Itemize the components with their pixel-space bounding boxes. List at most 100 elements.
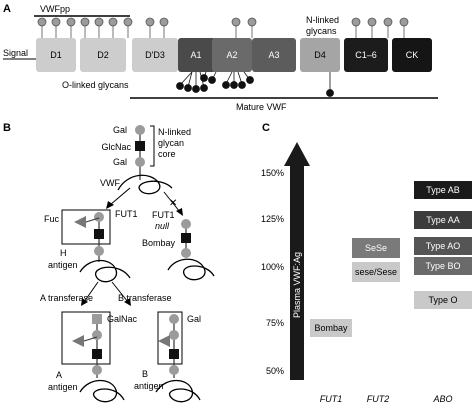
domain-a3 (252, 38, 296, 72)
bombay-gal-top (181, 219, 191, 229)
box-sese (352, 238, 400, 258)
y-ticks: 150% 125% 100% 75% 50% (261, 168, 284, 376)
box-sese-sese-label: sese/Sese (355, 267, 397, 277)
box-type-ao (414, 237, 472, 255)
domain-label-a1: A1 (190, 50, 201, 60)
fut1-null-label-2: null (155, 221, 170, 231)
panel-b-label: B (3, 122, 11, 134)
core-label-3: core (158, 149, 176, 159)
core-gal-mid (135, 157, 145, 167)
panel-b: B Gal GlcNac Gal N-linked glycan core VW… (3, 122, 215, 403)
box-sese-label: SeSe (365, 243, 387, 253)
signal-label: Signal (3, 48, 28, 58)
box-bombay (310, 319, 352, 337)
domain-label-d1: D1 (50, 50, 62, 60)
tick-125: 125% (261, 214, 284, 224)
box-type-o (414, 291, 472, 309)
arrow-to-h (109, 187, 131, 206)
b-antigen-label-2: antigen (134, 381, 164, 391)
a-protein-curve (79, 379, 125, 403)
arrow-a-transferase (83, 281, 99, 303)
box-type-aa-label: Type AA (426, 215, 460, 225)
bombay-gal-bottom (181, 248, 191, 258)
domain-d4 (300, 38, 340, 72)
box-type-ab-label: Type AB (426, 185, 460, 195)
bombay-protein-curve (167, 258, 215, 281)
box-type-ao-label: Type AO (426, 241, 461, 251)
b-gal (169, 330, 179, 340)
gal-b-label: Gal (187, 314, 201, 324)
arrow-b-transferase (111, 281, 129, 303)
domain-dd3 (132, 38, 178, 72)
box-type-o-label: Type O (428, 295, 457, 305)
panel-a-label: A (3, 3, 11, 15)
domain-label-dd3: D'D3 (145, 50, 165, 60)
fuc-label: Fuc (44, 214, 60, 224)
h-antigen-label-2: antigen (48, 260, 78, 270)
galnac-label: GalNac (107, 314, 138, 324)
y-axis-arrow-head (284, 142, 310, 166)
n-linked-label-2: glycans (306, 26, 337, 36)
h-gal-bottom (94, 246, 104, 256)
o-linked-label: O-linked glycans (62, 80, 129, 90)
bombay-label: Bombay (142, 238, 176, 248)
a-antigen-box (61, 311, 111, 365)
a-fuc-triangle (72, 335, 84, 347)
arrow-b-transferase-head (124, 298, 131, 306)
a-transferase-label: A transferase (40, 293, 93, 303)
core-label-1: N-linked (158, 127, 191, 137)
domain-label-a3: A3 (268, 50, 279, 60)
bombay-glcnac (181, 233, 191, 243)
arrow-to-h-head (106, 201, 114, 209)
h-antigen-box (61, 209, 111, 245)
h-gal-top (94, 212, 104, 222)
domain-label-a2: A2 (226, 50, 237, 60)
b-antigen-label-1: B (142, 369, 148, 379)
a-fuc-link (83, 336, 98, 342)
a-gal-bottom (92, 365, 102, 375)
a-antigen-label-2: antigen (48, 382, 78, 392)
domain-labels: D1 D2 D'D3 A1 A2 A3 D4 C1–6 CK (50, 50, 418, 60)
y-axis-arrow-shaft (290, 164, 304, 380)
domain-label-c1-6: C1–6 (355, 50, 377, 60)
arrow-to-bombay (163, 191, 181, 213)
a-galnac (92, 314, 102, 324)
b-gal-added (169, 314, 179, 324)
core-glcnac (135, 141, 145, 151)
core-gal-top-label: Gal (113, 125, 127, 135)
domain-a2 (212, 38, 252, 72)
b-fuc-triangle (158, 335, 170, 347)
h-fuc-link (85, 217, 100, 223)
vwfpp-label: VWFpp (40, 4, 70, 14)
n-linked-pins (37, 17, 409, 38)
fut1-label: FUT1 (115, 209, 138, 219)
core-glcnac-label: GlcNac (101, 142, 131, 152)
box-type-aa (414, 211, 472, 229)
domain-label-d4: D4 (314, 50, 326, 60)
y-axis-label: Plasma VWF:Ag (292, 252, 302, 318)
tick-100: 100% (261, 262, 284, 272)
domain-d2 (80, 38, 126, 72)
b-glcnac (169, 349, 179, 359)
arrow-a-transferase-head (81, 298, 88, 306)
core-label-2: glycan (158, 138, 184, 148)
a-glcnac (92, 349, 102, 359)
core-gal-mid-label: Gal (113, 157, 127, 167)
domain-a1 (178, 38, 216, 72)
vwf-protein-curve (117, 174, 173, 195)
arrow-to-bombay-head (176, 208, 183, 216)
x-group-abo: ABO (432, 394, 452, 404)
h-antigen-label-1: H (60, 248, 67, 258)
h-glcnac (94, 229, 104, 239)
x-group-fut2: FUT2 (367, 394, 390, 404)
domain-c1-6 (344, 38, 388, 72)
box-type-bo-label: Type BO (425, 261, 460, 271)
domain-d1 (36, 38, 76, 72)
core-gal-top (135, 125, 145, 135)
a-antigen-label-1: A (56, 370, 62, 380)
tick-75: 75% (266, 318, 284, 328)
panel-c-label: C (262, 122, 270, 134)
null-cross: ✕ (169, 198, 177, 209)
mature-vwf-label: Mature VWF (236, 102, 287, 112)
tick-150: 150% (261, 168, 284, 178)
